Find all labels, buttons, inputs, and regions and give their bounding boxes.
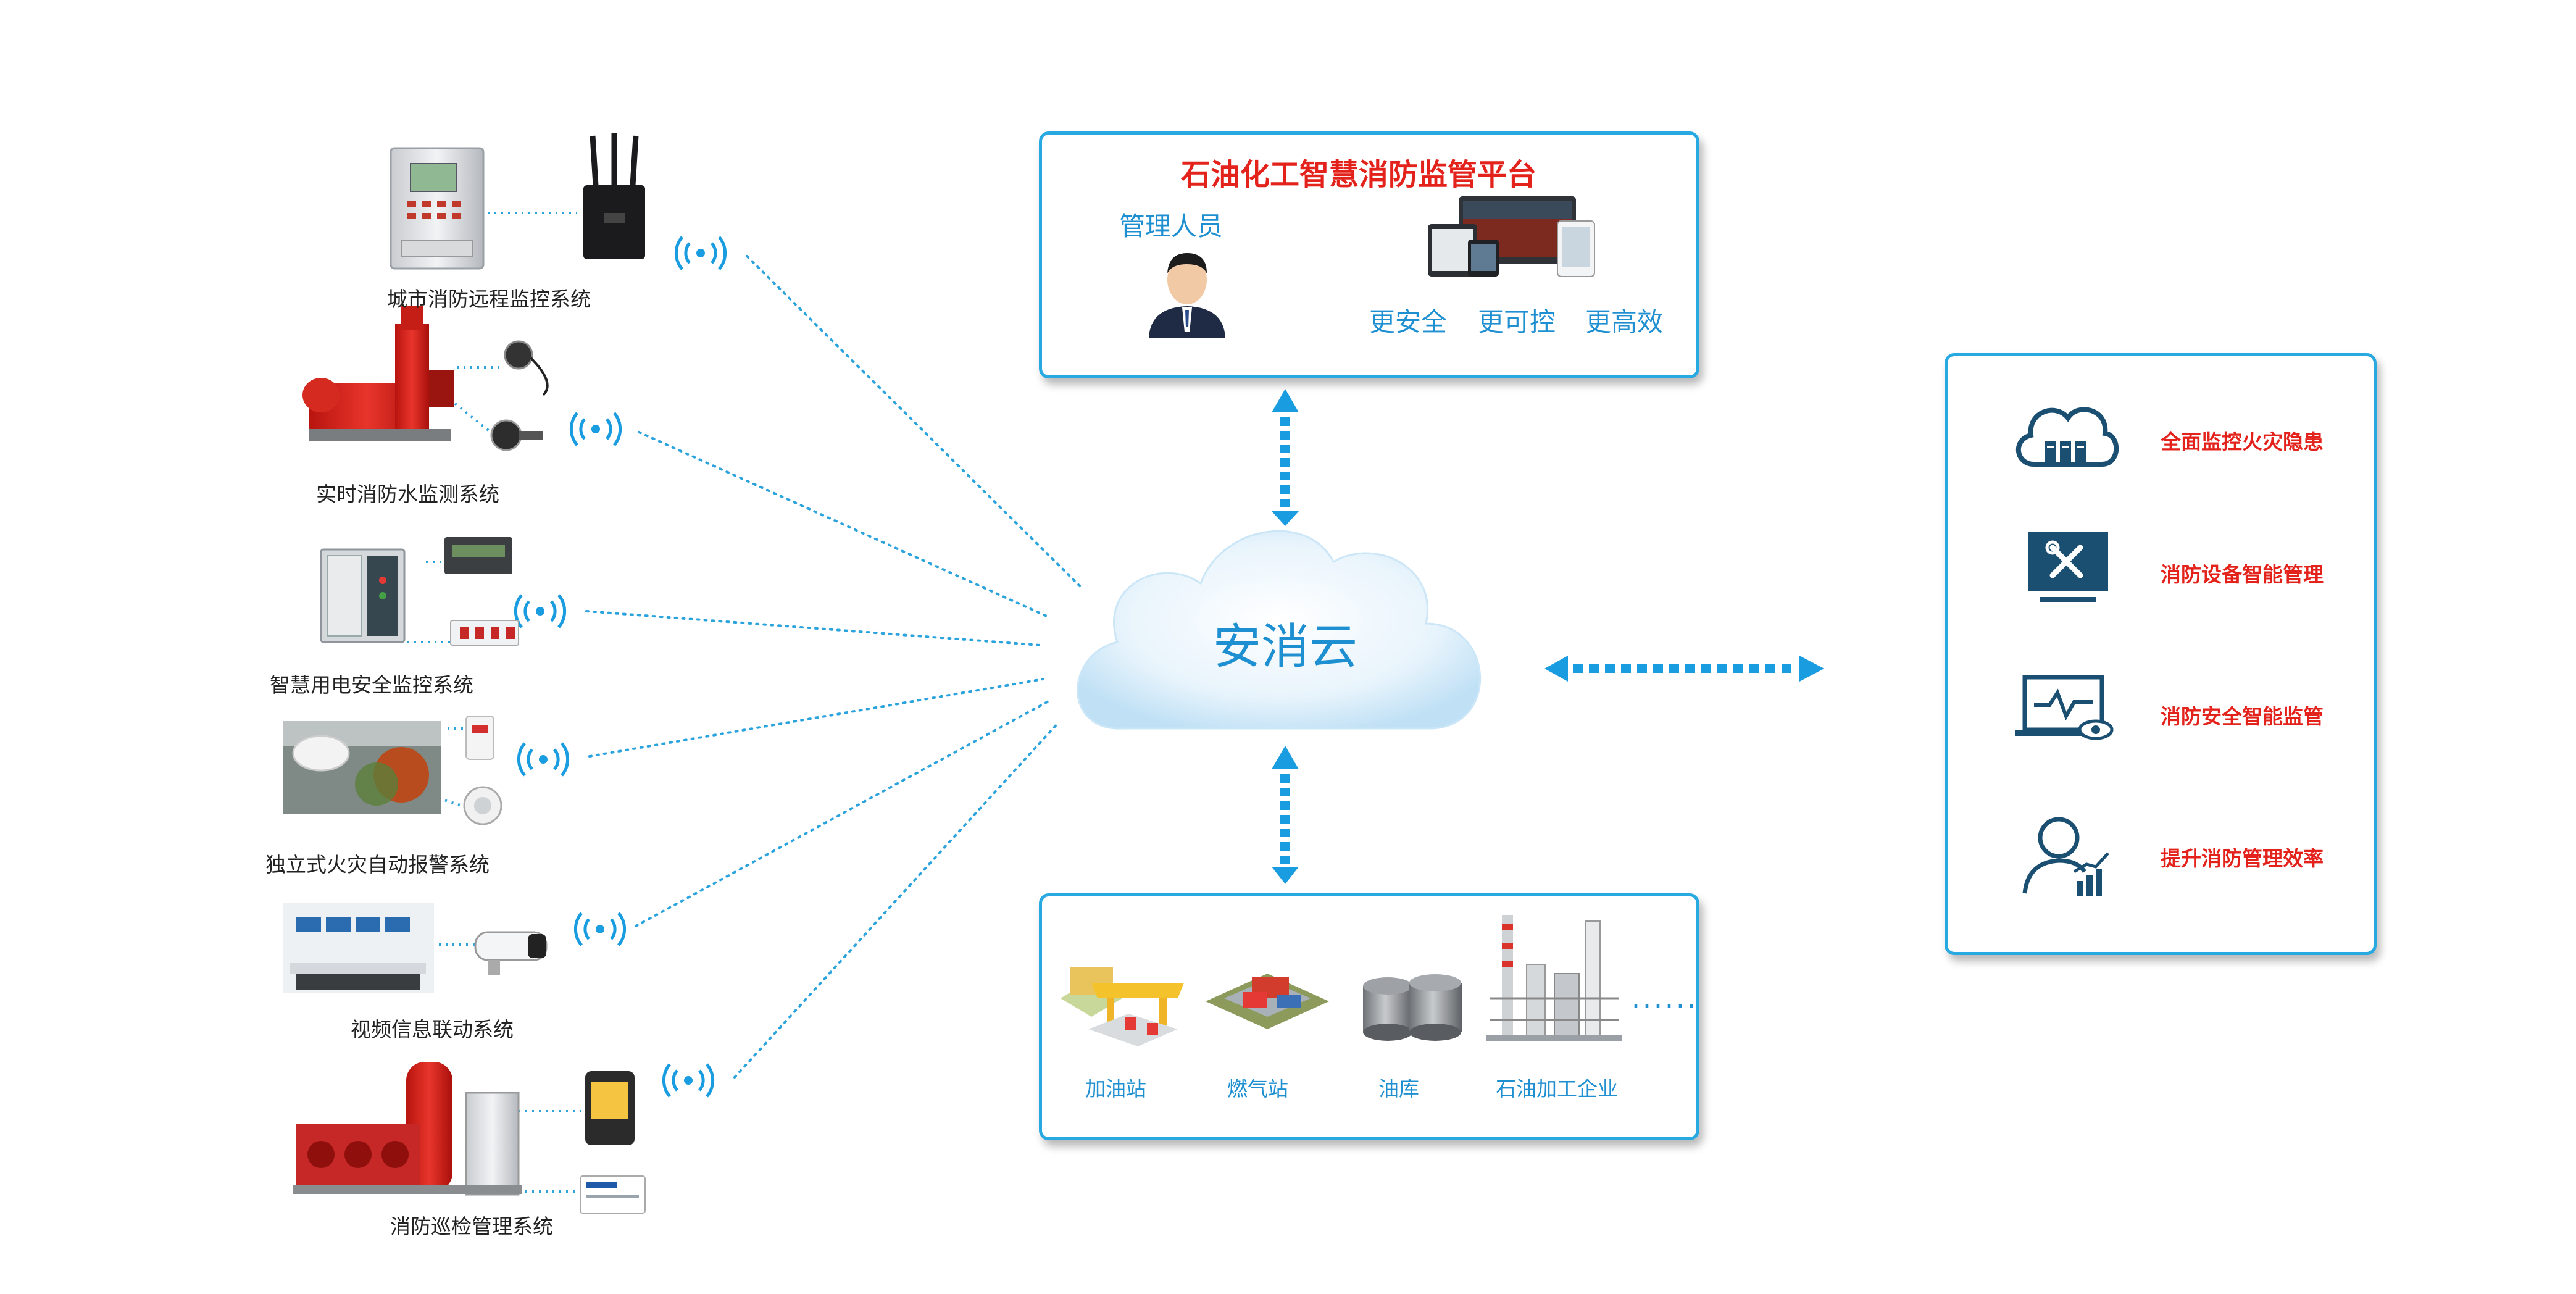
site-label: 石油加工企业 [1496,1077,1618,1101]
system-label: 独立式火灾自动报警系统 [265,853,490,877]
benefit-label: 更可控 [1478,307,1556,337]
wireless-signal-icon [514,594,567,628]
site-label: 燃气站 [1227,1077,1288,1101]
control-room-photo [283,903,434,993]
feature-label: 提升消防管理效率 [2161,846,2324,870]
refinery-icon [1486,915,1622,1041]
feature-label: 消防安全智能监管 [2161,704,2324,728]
cloud-server-icon [2015,407,2119,467]
system-label: 实时消防水监测系统 [316,482,499,506]
inspection-pump-image [293,1062,522,1196]
smoke-detector-photo [283,721,441,814]
connection-line [588,678,1044,758]
tools-monitor-icon [2028,532,2108,602]
system-label: 视频信息联动系统 [351,1017,514,1041]
connection-line [733,721,1060,1079]
user-chart-icon [2022,817,2109,896]
wireless-signal-icon [662,1063,715,1098]
connection-line [746,255,1082,588]
admin-avatar-icon [1149,253,1225,338]
gas-station-icon [1061,967,1184,1046]
oil-depot-icon [1363,974,1462,1041]
wireless-signal-icon [569,412,622,446]
features-panel: 全面监控火灾隐患 消防设备智能管理 消防安全智能监管 提升消防管理效率 [1945,353,2377,955]
more-sites-ellipsis: ...... [1632,983,1698,1014]
fire-pump-image [302,306,454,441]
system-label: 城市消防远程监控系统 [387,287,591,311]
platform-title: 石油化工智慧消防监管平台 [1181,157,1537,192]
surveillance-camera-image [474,931,548,975]
wireless-gateway-image [583,133,645,259]
monitoring-module-image [444,537,519,646]
feature-label: 消防设备智能管理 [2161,562,2324,586]
site-label: 加油站 [1085,1077,1146,1101]
admin-label: 管理人员 [1119,211,1223,241]
wireless-signal-icon [674,236,727,270]
feature-label: 全面监控火灾隐患 [2161,430,2324,454]
system-label: 智慧用电安全监控系统 [270,673,473,697]
benefit-label: 更高效 [1585,307,1664,337]
connection-line [585,610,1041,646]
wireless-signal-icon [517,742,570,777]
fire-control-panel-image [390,147,485,270]
gas-alarm-image [463,716,502,825]
wireless-signal-icon [573,912,627,946]
benefit-label: 更安全 [1369,307,1448,337]
cloud-label: 安消云 [1213,619,1358,675]
multi-device-icon [1428,196,1595,277]
wireless-signal-icons [514,236,727,1098]
system-label: 消防巡检管理系统 [390,1214,553,1238]
bidirectional-arrows [1272,389,1824,884]
connection-lines [585,255,1082,1079]
electrical-cabinet-image [320,548,406,643]
connection-line [635,699,1051,927]
gas-plant-icon [1206,974,1329,1029]
platform-panel: 石油化工智慧消防监管平台 管理人员 更安全 更可控 更高效 [1039,131,1699,378]
connection-line [638,431,1051,619]
laptop-eye-icon [2015,675,2114,740]
site-label: 油库 [1378,1077,1419,1101]
handheld-terminal-image [585,1071,635,1145]
cloud-shape [1077,530,1481,730]
inspection-card-image [580,1175,646,1214]
device-connectors [407,212,583,1193]
pressure-sensor-image [490,340,549,451]
sites-panel: ...... 加油站 燃气站 油库 石油加工企业 [1039,893,1699,1140]
